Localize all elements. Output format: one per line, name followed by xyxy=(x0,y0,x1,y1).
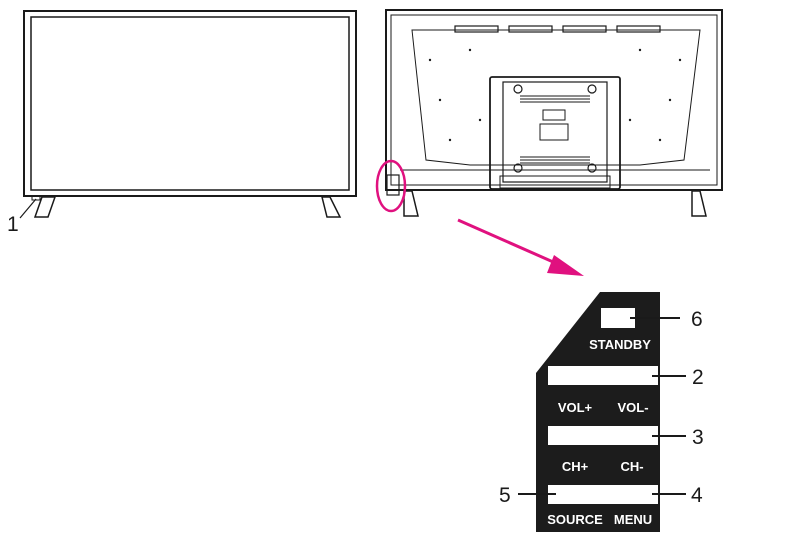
tv-front-sensor xyxy=(31,195,41,201)
vol-minus-label: VOL- xyxy=(617,400,648,415)
callout-6-label: 6 xyxy=(691,308,703,331)
callout-2-label: 2 xyxy=(692,366,704,389)
tv-back-left-foot xyxy=(403,190,419,217)
tv-back-screw xyxy=(587,84,597,94)
tv-back-housing xyxy=(411,29,701,166)
callout-4-label: 4 xyxy=(691,484,703,507)
tv-back-mount-plate-inner xyxy=(502,81,608,183)
tv-back-screw xyxy=(513,163,523,173)
source-menu-button[interactable] xyxy=(548,485,658,504)
tv-back-view xyxy=(385,9,723,217)
source-label: SOURCE xyxy=(547,512,603,527)
tv-back-button-module xyxy=(386,174,400,196)
tv-back-screw xyxy=(513,84,523,94)
tv-back-grill-bottom xyxy=(520,156,590,164)
callout-5-label: 5 xyxy=(499,484,511,507)
callout-leaders xyxy=(518,317,686,495)
ch-plus-label: CH+ xyxy=(562,459,589,474)
tv-front-right-foot xyxy=(321,196,342,218)
highlight-arrow-shaft xyxy=(457,218,561,267)
tv-back-vent xyxy=(454,25,499,33)
tv-back-label-box xyxy=(542,109,566,121)
callout-1-label: 1 xyxy=(7,213,19,236)
standby-label: STANDBY xyxy=(589,337,651,352)
tv-front-screen xyxy=(30,16,350,191)
standby-button[interactable] xyxy=(601,308,635,328)
tv-back-dots xyxy=(428,48,682,142)
tv-back-mount-plate xyxy=(489,76,621,190)
vol-plus-label: VOL+ xyxy=(558,400,593,415)
tv-back-inner-frame xyxy=(390,14,718,186)
callout-3-label: 3 xyxy=(692,426,704,449)
tv-back-frame xyxy=(385,9,723,191)
highlight-circle xyxy=(375,159,407,213)
tv-back-label-box xyxy=(539,123,569,141)
tv-front-left-foot xyxy=(33,196,57,218)
tv-back-screw xyxy=(587,163,597,173)
callout-1-leader xyxy=(19,198,37,219)
ch-minus-label: CH- xyxy=(620,459,643,474)
highlight-arrow-head xyxy=(547,255,584,276)
tv-front-frame xyxy=(23,10,357,197)
channel-button[interactable] xyxy=(548,426,658,445)
tv-back-vent xyxy=(616,25,661,33)
menu-label: MENU xyxy=(614,512,652,527)
tv-front-view xyxy=(19,10,357,219)
volume-button[interactable] xyxy=(548,366,658,385)
tv-back-vent xyxy=(508,25,553,33)
tv-back-right-foot xyxy=(691,190,707,217)
control-panel xyxy=(536,292,660,532)
tv-back-vent xyxy=(562,25,607,33)
tv-back-port-strip xyxy=(499,175,611,189)
tv-back-grill-top xyxy=(520,95,590,103)
